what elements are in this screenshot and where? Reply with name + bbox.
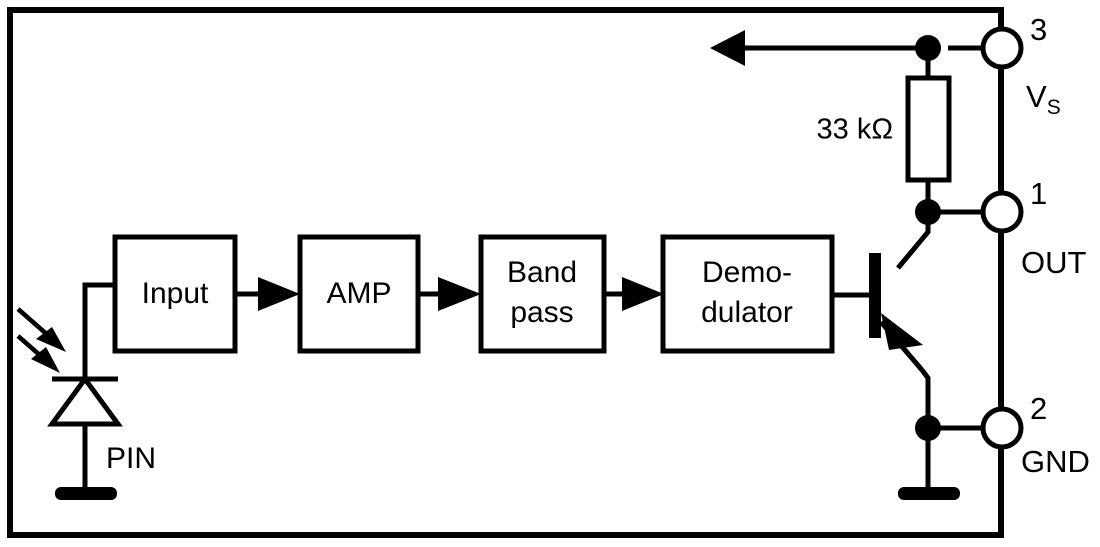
transistor-collector-wire bbox=[896, 212, 931, 270]
block-input-label: Input bbox=[142, 277, 209, 310]
pin1-terminal[interactable] bbox=[980, 190, 1024, 234]
incoming-light-arrows-icon bbox=[16, 307, 66, 373]
arrow-amp-to-bandpass bbox=[418, 277, 481, 311]
pin1-name-label: OUT bbox=[1021, 245, 1087, 280]
pin2-terminal[interactable] bbox=[980, 406, 1024, 450]
block-demodulator-label-line2: dulator bbox=[701, 296, 793, 329]
block-demodulator-label-line1: Demo- bbox=[702, 256, 792, 289]
supply-rail-arrow-icon bbox=[710, 30, 745, 66]
arrow-input-to-amp bbox=[235, 277, 300, 311]
pin3-name-main: V bbox=[1026, 79, 1047, 114]
resistor-33k-body bbox=[905, 75, 952, 183]
block-bandpass-label-line1: Band bbox=[507, 256, 577, 289]
photodiode-triangle-icon bbox=[47, 374, 123, 427]
block-amp[interactable] bbox=[297, 234, 421, 354]
transistor-base-bar bbox=[869, 253, 881, 338]
resistor-33k-label: 33 kΩ bbox=[817, 114, 894, 146]
pin3-name-label: VS bbox=[1026, 79, 1061, 118]
block-bandpass-label-line2: pass bbox=[510, 296, 573, 329]
block-bandpass[interactable] bbox=[478, 234, 607, 354]
block-input[interactable] bbox=[112, 234, 238, 354]
pin2-number-label: 2 bbox=[1030, 391, 1047, 426]
pin3-terminal[interactable] bbox=[980, 26, 1024, 70]
pin3-name-subscript: S bbox=[1047, 96, 1061, 119]
ground-bar-left-icon bbox=[55, 487, 117, 500]
transistor-emitter-arrow-icon bbox=[881, 313, 923, 350]
block-demodulator[interactable] bbox=[660, 234, 835, 354]
ground-bar-right-icon bbox=[898, 487, 960, 500]
block-amp-label: AMP bbox=[326, 277, 391, 310]
pin3-number-label: 3 bbox=[1030, 12, 1047, 47]
pin1-number-label: 1 bbox=[1030, 176, 1047, 211]
photodiode-pin-label: PIN bbox=[106, 442, 156, 475]
photodiode-to-input-wire bbox=[82, 282, 115, 375]
arrow-bandpass-to-demodulator bbox=[604, 277, 664, 311]
transistor-emitter-to-gnd-wire bbox=[920, 368, 931, 428]
pin2-name-label: GND bbox=[1021, 444, 1090, 479]
